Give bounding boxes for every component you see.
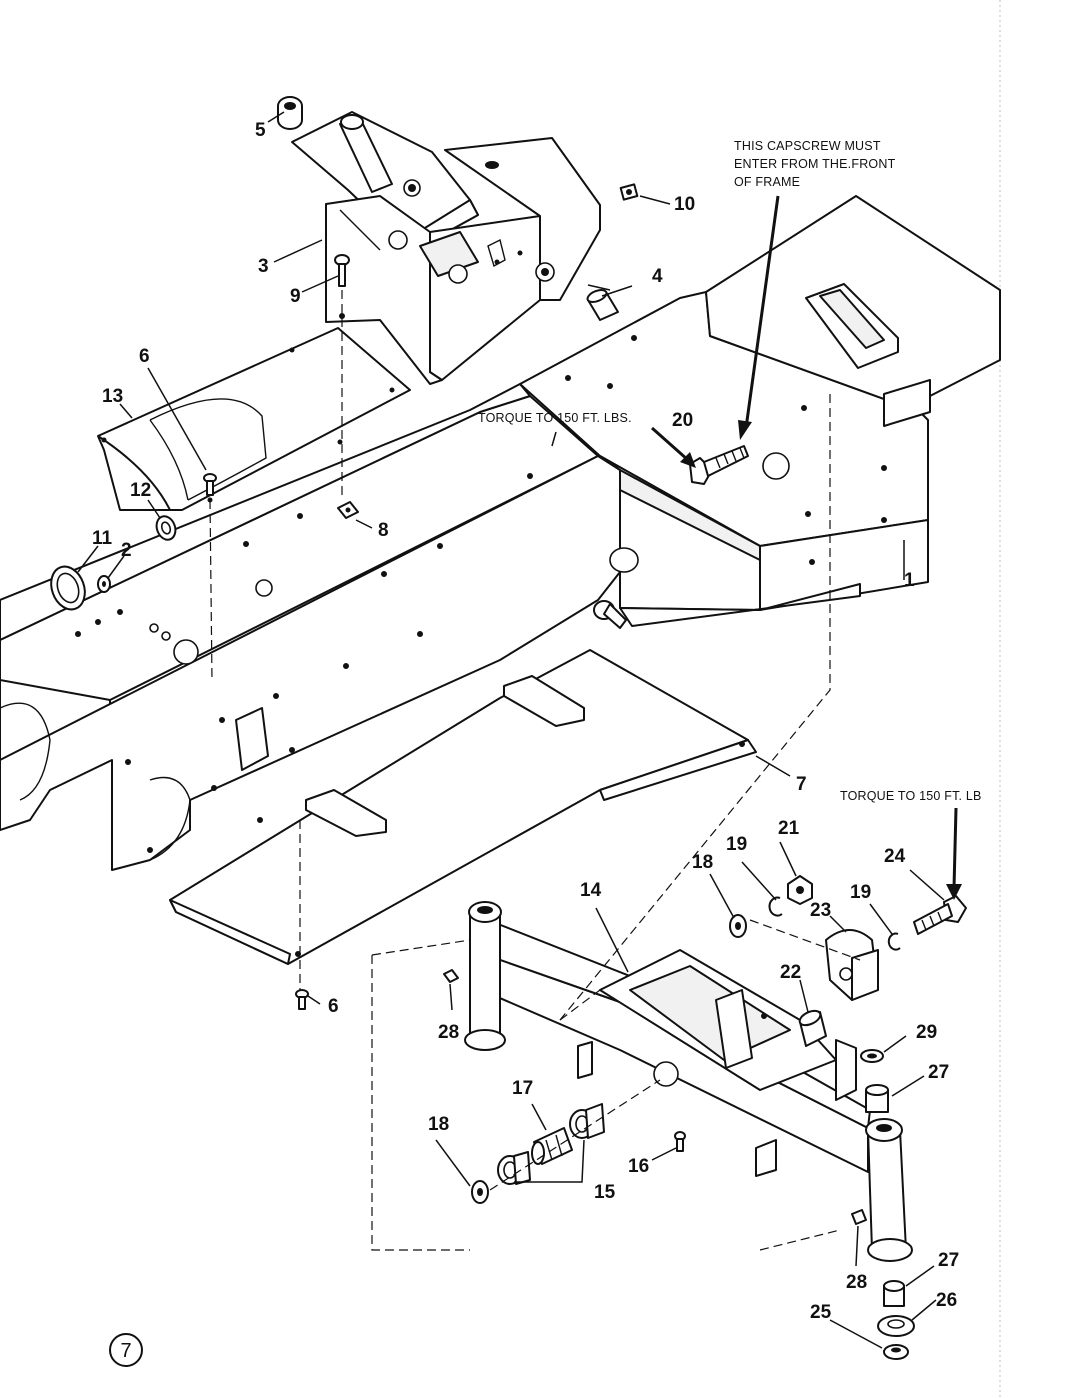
callout-18-lower: 18	[428, 1114, 449, 1135]
page-number-badge: 7	[109, 1333, 143, 1367]
part-12-lock-washer	[155, 515, 177, 541]
part-24-capscrew	[913, 895, 967, 935]
part-18-washer-lower	[471, 1180, 489, 1204]
part-29-washer	[860, 1049, 884, 1063]
torque-upper-arrow	[651, 426, 696, 468]
part-6-bolt-upper	[203, 473, 217, 496]
part-15-bushing-a	[497, 1151, 531, 1185]
part-13-cover-plate	[97, 327, 411, 511]
callout-13: 13	[102, 386, 123, 407]
callout-6-lower: 6	[328, 996, 339, 1017]
callout-26: 26	[936, 1290, 957, 1311]
callout-11: 11	[92, 528, 113, 549]
part-4-spacer	[586, 289, 619, 321]
callout-23: 23	[810, 900, 831, 921]
callout-27-upper: 27	[928, 1062, 949, 1083]
callout-22: 22	[780, 962, 801, 983]
callout-1: 1	[904, 570, 915, 591]
alignment-lines	[209, 290, 861, 1251]
callout-15: 15	[594, 1182, 616, 1203]
callout-2: 2	[121, 540, 132, 561]
part-18-washer-upper	[729, 914, 747, 938]
callout-7: 7	[796, 774, 807, 795]
callout-4: 4	[652, 266, 663, 287]
part-5-bushing	[277, 96, 303, 130]
callout-17: 17	[512, 1078, 533, 1099]
note-capscrew-line3: OF FRAME	[734, 175, 800, 189]
part-15-bushing-b	[569, 1103, 605, 1139]
callout-29: 29	[916, 1022, 937, 1043]
part-28-grease-fitting-right	[851, 1209, 867, 1225]
part-19-snap-ring-left	[768, 896, 783, 917]
callout-9: 9	[290, 286, 301, 307]
callout-14: 14	[580, 880, 602, 901]
part-10-clip-nut	[619, 183, 639, 201]
note-torque-lower: TORQUE TO 150 FT. LB	[840, 789, 982, 803]
torque-lower-arrow	[946, 807, 962, 900]
part-16-grease-fitting	[674, 1131, 686, 1152]
grease-fitting-frame	[593, 600, 627, 629]
part-14-front-axle	[464, 901, 913, 1262]
part-11-star-washer	[50, 565, 86, 611]
callout-18-upper: 18	[692, 852, 713, 873]
part-21-nut	[787, 875, 813, 905]
leader-lines	[77, 111, 945, 1349]
callout-28-left: 28	[438, 1022, 459, 1043]
callout-19-left: 19	[726, 834, 747, 855]
part-23-bracket	[825, 929, 879, 1001]
part-25-washer	[883, 1344, 909, 1360]
callout-19-right: 19	[850, 882, 871, 903]
callout-16: 16	[628, 1156, 649, 1177]
note-torque-upper: TORQUE TO 150 FT. LBS.	[478, 411, 632, 425]
part-6-bolt-lower	[295, 989, 309, 1010]
page-number: 7	[120, 1340, 131, 1362]
callout-24: 24	[884, 846, 906, 867]
part-1-main-frame	[0, 195, 1001, 871]
part-19-snap-ring-right	[887, 932, 901, 951]
part-8-clip-nut	[337, 501, 359, 519]
part-27-bushing-upper	[865, 1084, 889, 1113]
note-capscrew-line1: THIS CAPSCREW MUST	[734, 139, 881, 153]
part-26-bearing	[877, 1315, 915, 1337]
capscrew-note-arrow	[738, 195, 780, 440]
callout-3: 3	[258, 256, 269, 277]
part-22-spacer	[798, 1009, 827, 1047]
callout-20: 20	[672, 410, 693, 431]
part-9-bolt	[334, 254, 350, 287]
callout-25: 25	[810, 1302, 832, 1323]
part-7-skid-plate	[169, 649, 757, 965]
callout-28-right: 28	[846, 1272, 867, 1293]
note-capscrew-line2: ENTER FROM THE.FRONT	[734, 157, 896, 171]
part-2-washer	[97, 575, 111, 593]
part-27-bushing-lower	[883, 1280, 905, 1307]
part-3-pivot-bracket	[291, 111, 601, 385]
callout-12: 12	[130, 480, 151, 501]
callout-5: 5	[255, 120, 266, 141]
part-28-grease-fitting-left	[443, 969, 459, 983]
callout-6-upper: 6	[139, 346, 150, 367]
callout-8: 8	[378, 520, 389, 541]
callout-21: 21	[778, 818, 800, 839]
callout-27-lower: 27	[938, 1250, 959, 1271]
part-20-capscrew	[689, 445, 749, 485]
callout-10: 10	[674, 194, 695, 215]
